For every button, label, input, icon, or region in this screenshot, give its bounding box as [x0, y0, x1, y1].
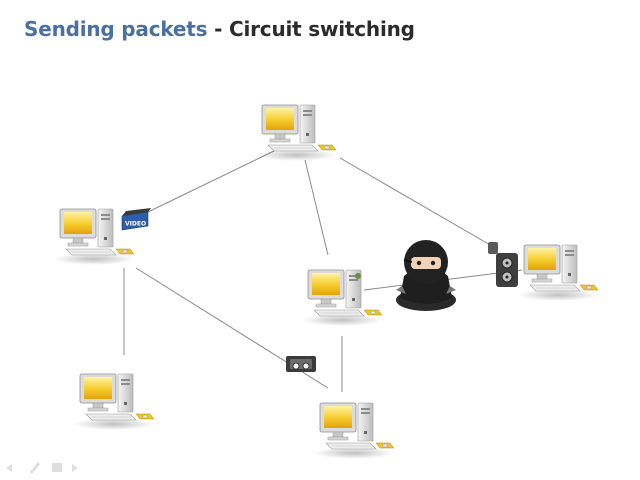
computer-icon-right: [517, 244, 599, 302]
title-subtitle: Circuit switching: [229, 17, 415, 41]
computer-icon-top: [255, 104, 337, 162]
computer-icon-bottom-left: [73, 373, 155, 431]
computer-icon-center: [301, 269, 383, 327]
title-main: Sending packets: [24, 17, 208, 41]
link-top-center: [304, 159, 329, 256]
video-clip-icon: VIDEO: [121, 208, 151, 231]
next-arrow-icon[interactable]: [72, 464, 78, 472]
title-separator: -: [207, 17, 229, 41]
slides-menu-icon[interactable]: [52, 463, 62, 472]
film-camera-icon: [488, 242, 518, 287]
slide-toolbar[interactable]: [6, 462, 78, 474]
slide-title: Sending packets - Circuit switching: [24, 17, 415, 41]
link-top-left: [147, 149, 277, 213]
pen-icon[interactable]: [30, 462, 40, 474]
previous-arrow-icon[interactable]: [6, 464, 12, 472]
cassette-icon: [286, 356, 316, 372]
video-tag-label: VIDEO: [125, 221, 146, 228]
ninja-icon: [355, 240, 456, 311]
link-top-right: [339, 157, 493, 247]
computer-icon-bottom-center: [313, 402, 395, 460]
